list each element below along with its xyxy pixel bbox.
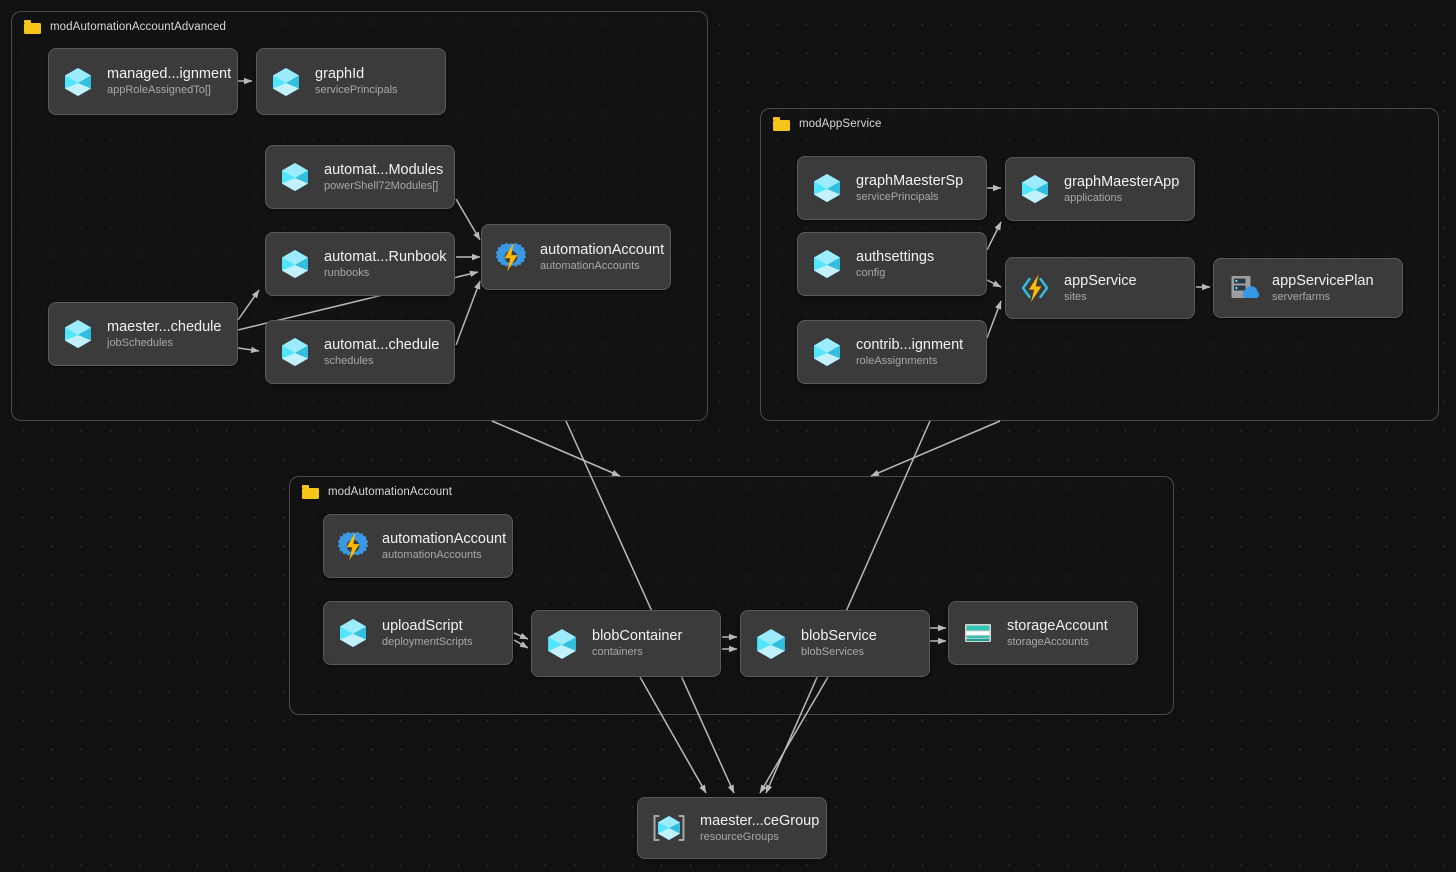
node-title: graphMaesterSp [856,172,964,189]
group-title: modAppService [799,118,882,130]
node-title: appService [1064,272,1137,289]
node-title: contrib...ignment [856,336,964,353]
folder-icon [773,117,790,131]
node-title: automat...chedule [324,336,440,353]
node-app-service[interactable]: appService sites [1005,257,1195,319]
node-type: serverfarms [1272,290,1331,303]
node-automation-account-advanced[interactable]: automationAccount automationAccounts [481,224,671,290]
node-title: managed...ignment [107,66,232,83]
azure-cube-icon [810,335,844,369]
node-type: deploymentScripts [382,635,473,648]
node-type: automationAccounts [540,259,640,272]
node-contributor-assignment[interactable]: contrib...ignment roleAssignments [797,320,987,384]
node-authsettings[interactable]: authsettings config [797,232,987,296]
node-title: authsettings [856,248,935,265]
node-graph-maester-sp[interactable]: graphMaesterSp servicePrincipals [797,156,987,220]
automation-account-icon [494,240,528,274]
node-title: automat...Modules [324,161,444,178]
node-managed-assignment[interactable]: managed...ignment appRoleAssignedTo[] [48,48,238,115]
node-type: roleAssignments [856,354,938,367]
node-app-service-plan[interactable]: appServicePlan serverfarms [1213,258,1403,318]
node-graph-maester-app[interactable]: graphMaesterApp applications [1005,157,1195,221]
node-title: maester...chedule [107,318,222,335]
node-type: servicePrincipals [315,84,398,97]
group-title: modAutomationAccount [328,486,453,498]
group-header: modAutomationAccount [302,485,452,499]
node-maester-schedule[interactable]: maester...chedule jobSchedules [48,302,238,366]
node-automation-account[interactable]: automationAccount automationAccounts [323,514,513,578]
azure-cube-icon [810,171,844,205]
app-service-icon [1018,271,1052,305]
node-maester-resource-group[interactable]: maester...ceGroup resourceGroups [637,797,827,859]
node-title: appServicePlan [1272,272,1374,289]
group-mod-automation-account[interactable]: modAutomationAccount [289,476,1174,715]
azure-cube-icon [753,626,789,662]
group-header: modAutomationAccountAdvanced [24,20,226,34]
azure-cube-icon [544,626,580,662]
node-automation-modules[interactable]: automat...Modules powerShell72Modules[] [265,145,455,209]
node-title: automationAccount [382,530,507,547]
node-type: appRoleAssignedTo[] [107,84,211,97]
app-service-plan-icon [1226,271,1260,305]
node-storage-account[interactable]: storageAccount storageAccounts [948,601,1138,665]
group-header: modAppService [773,117,881,131]
node-automation-runbook[interactable]: automat...Runbook runbooks [265,232,455,296]
node-graph-id[interactable]: graphId servicePrincipals [256,48,446,115]
node-type: runbooks [324,266,370,279]
node-type: servicePrincipals [856,190,939,203]
node-title: uploadScript [382,617,463,634]
node-upload-script[interactable]: uploadScript deploymentScripts [323,601,513,665]
automation-account-icon [336,529,370,563]
node-type: sites [1064,290,1087,303]
node-title: blobContainer [592,628,683,645]
folder-icon [302,485,319,499]
node-type: config [856,266,886,279]
node-type: jobSchedules [107,336,174,349]
node-blob-service[interactable]: blobService blobServices [740,610,930,677]
node-blob-container[interactable]: blobContainer containers [531,610,721,677]
node-type: blobServices [801,646,864,659]
node-title: storageAccount [1007,617,1108,634]
azure-cube-icon [61,317,95,351]
azure-cube-icon [61,65,95,99]
group-title: modAutomationAccountAdvanced [50,21,227,33]
node-type: powerShell72Modules[] [324,179,439,192]
node-title: graphMaesterApp [1064,173,1180,190]
node-title: automationAccount [540,241,665,258]
node-type: schedules [324,354,374,367]
node-title: graphId [315,66,365,83]
azure-cube-icon [278,247,312,281]
azure-cube-icon [810,247,844,281]
node-type: storageAccounts [1007,635,1089,648]
azure-cube-icon [278,335,312,369]
node-type: applications [1064,191,1123,204]
azure-cube-icon [269,65,303,99]
resource-group-icon [650,811,688,845]
storage-account-icon [961,616,995,650]
node-type: containers [592,646,643,659]
node-automation-schedule[interactable]: automat...chedule schedules [265,320,455,384]
folder-icon [24,20,41,34]
azure-cube-icon [278,160,312,194]
node-type: automationAccounts [382,548,482,561]
node-type: resourceGroups [700,830,779,843]
azure-cube-icon [1018,172,1052,206]
node-title: automat...Runbook [324,248,447,265]
node-title: maester...ceGroup [700,812,820,829]
node-title: blobService [801,628,877,645]
azure-cube-icon [336,616,370,650]
